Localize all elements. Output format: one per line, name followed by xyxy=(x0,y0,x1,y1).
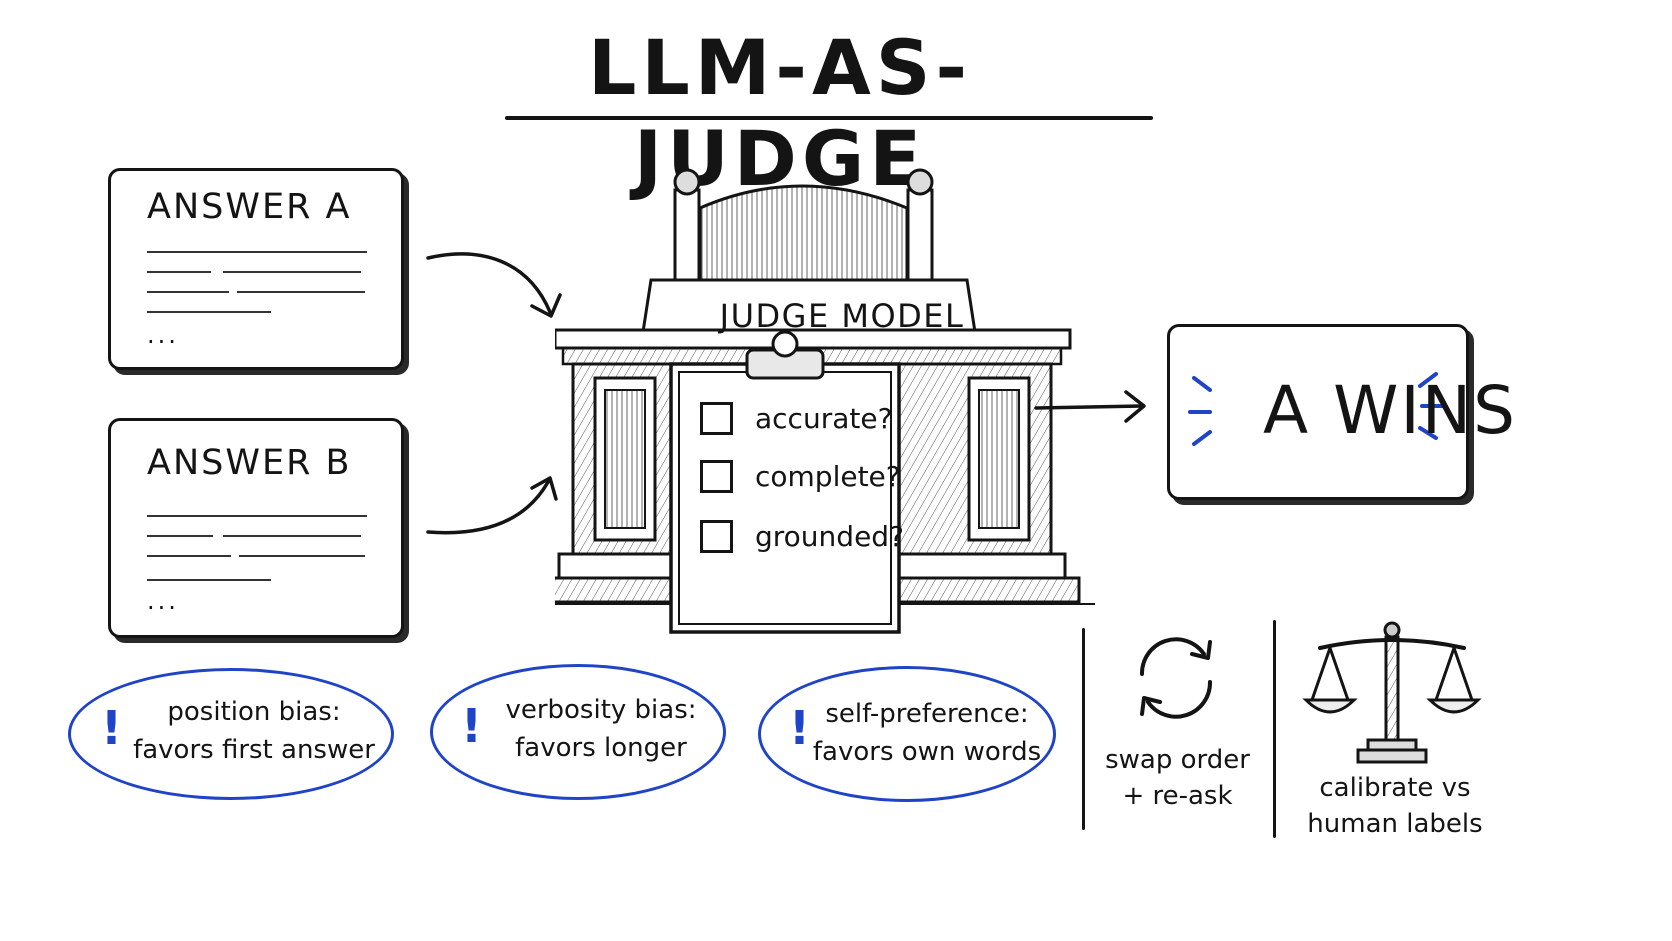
result-card xyxy=(1167,324,1469,500)
mitigation-title: calibrate vs xyxy=(1319,773,1471,803)
warning-icon: ! xyxy=(461,699,482,753)
arrow-b-to-judge xyxy=(426,476,558,535)
checkbox-icon xyxy=(700,459,733,493)
bias-description: favors first answer xyxy=(133,735,375,765)
refresh-cycle-icon xyxy=(1139,637,1213,719)
text-line xyxy=(147,515,367,517)
bias-verbosity: ! verbosity bias: favors longer xyxy=(430,664,726,800)
bias-title: self-preference: xyxy=(825,699,1029,729)
warning-icon: ! xyxy=(101,701,122,755)
text-line xyxy=(223,535,361,537)
checkbox-icon xyxy=(700,401,733,435)
balance-scale-icon xyxy=(1302,621,1482,764)
text-line xyxy=(147,555,231,557)
title-underline xyxy=(505,116,1153,120)
text-line xyxy=(147,579,271,581)
criterion-accurate: accurate? xyxy=(700,400,892,436)
mitigation-detail: human labels xyxy=(1307,809,1483,839)
bias-description: favors longer xyxy=(515,733,687,763)
criterion-label: accurate? xyxy=(755,401,893,435)
divider xyxy=(1082,628,1085,830)
text-line xyxy=(147,311,271,313)
answer-b-ellipsis: ... xyxy=(147,587,179,615)
answer-b-card: ANSWER B ... xyxy=(108,418,404,638)
criterion-label: grounded? xyxy=(755,519,904,553)
judge-bench-illustration xyxy=(555,168,1095,634)
answer-a-card: ANSWER A ... xyxy=(108,168,404,370)
answer-b-label: ANSWER B xyxy=(147,443,352,483)
mitigation-title: swap order xyxy=(1105,745,1250,775)
text-line xyxy=(147,251,367,253)
mitigation-detail: + re-ask xyxy=(1122,781,1233,811)
emphasis-lines-icon xyxy=(1188,372,1444,446)
arrow-to-result xyxy=(1034,390,1146,423)
bias-description: favors own words xyxy=(812,737,1042,767)
judge-model-label: JUDGE MODEL xyxy=(719,297,965,335)
text-line xyxy=(147,291,229,293)
criterion-grounded: grounded? xyxy=(700,518,904,554)
bias-title: position bias: xyxy=(167,697,341,727)
answer-a-label: ANSWER A xyxy=(147,187,352,227)
diagram-title: LLM-AS-JUDGE xyxy=(587,23,973,204)
text-line xyxy=(147,535,213,537)
answer-a-ellipsis: ... xyxy=(147,321,179,349)
criterion-complete: complete? xyxy=(700,458,901,494)
text-line xyxy=(147,271,211,273)
criterion-label: complete? xyxy=(755,459,901,493)
bias-self-preference: ! self-preference: favors own words xyxy=(758,666,1056,802)
divider xyxy=(1273,620,1276,838)
text-line xyxy=(239,555,365,557)
text-line xyxy=(237,291,365,293)
arrow-a-to-judge xyxy=(426,252,562,318)
checkbox-icon xyxy=(700,519,733,553)
warning-icon: ! xyxy=(789,701,810,755)
result-text: A WINS xyxy=(1262,372,1518,449)
text-line xyxy=(223,271,361,273)
bias-title: verbosity bias: xyxy=(505,695,697,725)
bias-position: ! position bias: favors first answer xyxy=(68,668,394,800)
